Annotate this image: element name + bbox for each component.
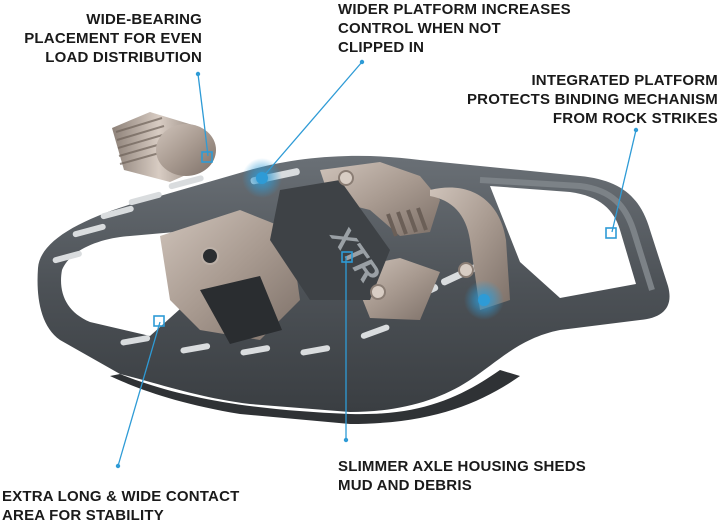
callout-extra-long: EXTRA LONG & WIDE CONTACT AREA FOR STABI…: [2, 487, 240, 525]
callout-line: WIDE-BEARING: [86, 11, 202, 28]
binding-mechanism: [160, 162, 510, 344]
callout-line: MUD AND DEBRIS: [338, 477, 472, 494]
callout-dots: [115, 59, 639, 469]
callout-integrated-platform: INTEGRATED PLATFORM PROTECTS BINDING MEC…: [467, 71, 718, 128]
callout-line: CLIPPED IN: [338, 39, 425, 56]
callout-line: EXTRA LONG & WIDE CONTACT: [2, 488, 240, 505]
callout-markers: [153, 151, 617, 327]
axle-spindle: [112, 112, 216, 182]
callout-line: SLIMMER AXLE HOUSING SHEDS: [338, 458, 586, 475]
callout-line: PLACEMENT FOR EVEN: [24, 30, 202, 47]
callout-line: INTEGRATED PLATFORM: [531, 72, 718, 89]
highlight-glows: [242, 158, 504, 320]
callout-lines: [117, 61, 637, 467]
callout-line: WIDER PLATFORM INCREASES: [338, 1, 571, 18]
callout-wide-bearing: WIDE-BEARING PLACEMENT FOR EVEN LOAD DIS…: [24, 10, 202, 67]
callout-slimmer-axle: SLIMMER AXLE HOUSING SHEDS MUD AND DEBRI…: [338, 457, 586, 495]
callout-line: AREA FOR STABILITY: [2, 507, 164, 524]
callout-line: FROM ROCK STRIKES: [552, 110, 718, 127]
callout-line: PROTECTS BINDING MECHANISM: [466, 91, 718, 108]
callout-line: LOAD DISTRIBUTION: [45, 49, 202, 66]
callout-line: CONTROL WHEN NOT: [338, 20, 501, 37]
callout-wider-platform: WIDER PLATFORM INCREASES CONTROL WHEN NO…: [338, 0, 571, 57]
